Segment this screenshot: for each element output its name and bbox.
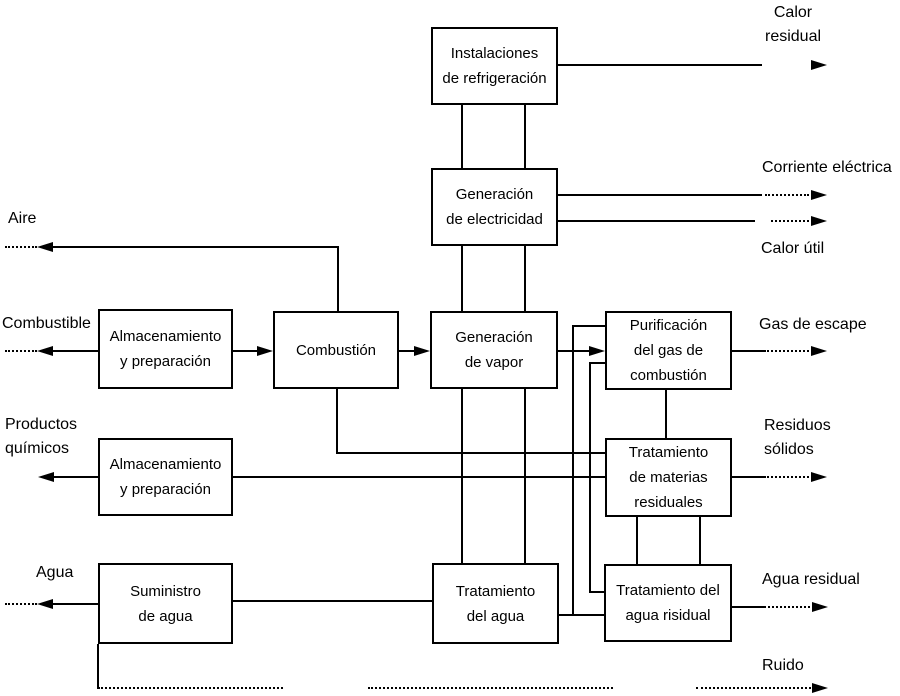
arrow-left-icon bbox=[37, 599, 53, 609]
connector-combustion-vapor bbox=[399, 350, 415, 352]
connector-electricidad-vapor-a bbox=[461, 246, 463, 311]
connector-lineB-bottom bbox=[589, 591, 604, 593]
output-label-corriente-electrica: Corriente eléctrica bbox=[762, 159, 892, 176]
connector-ruido-dotted-3 bbox=[696, 687, 811, 689]
connector-suministro-ruido bbox=[97, 644, 99, 689]
connector-combustible bbox=[53, 350, 98, 352]
connector-vapor-purificacion bbox=[558, 350, 590, 352]
connector-almacenamiento2-materias bbox=[233, 476, 605, 478]
arrow-right-icon bbox=[812, 602, 828, 612]
connector-tratamiento-risidual bbox=[559, 614, 604, 616]
connector-instalaciones-electricidad-a bbox=[461, 105, 463, 168]
connector-agua-residual-solid bbox=[732, 606, 764, 608]
box-purificacion-gas: Purificación del gas de combustión bbox=[605, 311, 732, 390]
arrow-right-icon bbox=[811, 346, 827, 356]
connector-ruido-dotted-2 bbox=[368, 687, 613, 689]
connector-materias-risidual-b bbox=[699, 517, 701, 564]
connector-residuos-dotted bbox=[764, 476, 809, 478]
connector-suministro-tratamiento bbox=[233, 600, 432, 602]
connector-gas-escape-solid bbox=[732, 350, 764, 352]
box-generacion-vapor: Generación de vapor bbox=[430, 311, 558, 389]
connector-materias-risidual-a bbox=[636, 517, 638, 564]
connector-almacenamiento-combustion bbox=[233, 350, 259, 352]
input-label-aire: Aire bbox=[8, 210, 37, 227]
box-suministro-agua: Suministro de agua bbox=[98, 563, 233, 644]
connector-ruido-dotted-1 bbox=[98, 687, 283, 689]
output-label-calor-util: Calor útil bbox=[761, 240, 825, 257]
connector-combustion-materias bbox=[336, 452, 605, 454]
output-label-calor-residual: Calor residual bbox=[764, 4, 822, 45]
box-tratamiento-agua: Tratamiento del agua bbox=[432, 563, 559, 644]
input-label-combustible: Combustible bbox=[2, 315, 91, 332]
box-generacion-vapor-label: Generación de vapor bbox=[455, 329, 533, 371]
box-instalaciones-refrigeracion: Instalaciones de refrigeración bbox=[431, 27, 558, 105]
connector-purificacion-materias bbox=[665, 390, 667, 438]
connector-agua-residual-dotted bbox=[764, 606, 810, 608]
arrow-right-icon bbox=[811, 216, 827, 226]
output-label-agua-residual: Agua residual bbox=[762, 571, 860, 588]
connector-lineB-vertical bbox=[589, 362, 591, 593]
box-generacion-electricidad: Generación de electricidad bbox=[431, 168, 558, 246]
arrow-left-icon bbox=[38, 472, 54, 482]
connector-lineA-top bbox=[573, 325, 605, 327]
connector-aire-dotted bbox=[5, 246, 37, 248]
arrow-right-icon bbox=[589, 346, 605, 356]
box-combustion: Combustión bbox=[273, 311, 399, 389]
box-combustion-label: Combustión bbox=[295, 341, 377, 359]
arrow-left-icon bbox=[37, 242, 53, 252]
connector-corriente-solid bbox=[558, 194, 762, 196]
connector-calor-util-solid bbox=[558, 220, 755, 222]
connector-instalaciones-electricidad-b bbox=[524, 105, 526, 168]
box-instalaciones-label: Instalaciones de refrigeración bbox=[442, 45, 547, 87]
input-label-agua: Agua bbox=[36, 564, 74, 581]
box-generacion-electricidad-label: Generación de electricidad bbox=[446, 186, 543, 228]
connector-combustion-down bbox=[336, 389, 338, 453]
box-tratamiento-materias-label: Tratamiento de materias residuales bbox=[628, 444, 709, 511]
arrow-right-icon bbox=[414, 346, 430, 356]
connector-productos-quimicos bbox=[54, 476, 98, 478]
box-purificacion-gas-label: Purificación del gas de combustión bbox=[629, 317, 708, 384]
arrow-right-icon bbox=[257, 346, 273, 356]
box-tratamiento-agua-risidual-label: Tratamiento del agua risidual bbox=[616, 582, 720, 624]
connector-agua bbox=[53, 603, 98, 605]
connector-agua-dotted bbox=[5, 603, 37, 605]
connector-corriente-dotted bbox=[765, 194, 809, 196]
connector-combustible-dotted bbox=[5, 350, 37, 352]
connector-lineB-top bbox=[590, 362, 605, 364]
arrow-left-icon bbox=[37, 346, 53, 356]
connector-aire-down bbox=[337, 246, 339, 311]
box-almacenamiento-preparacion-1: Almacenamiento y preparación bbox=[98, 309, 233, 389]
box-tratamiento-agua-label: Tratamiento del agua bbox=[455, 582, 536, 625]
arrow-right-icon bbox=[811, 60, 827, 70]
box-almacenamiento-preparacion-2: Almacenamiento y preparación bbox=[98, 438, 233, 516]
connector-aire bbox=[53, 246, 339, 248]
arrow-right-icon bbox=[811, 472, 827, 482]
box-suministro-agua-label: Suministro de agua bbox=[130, 582, 201, 625]
connector-calor-util-dotted bbox=[771, 220, 809, 222]
arrow-right-icon bbox=[812, 683, 828, 693]
connector-electricidad-vapor-b bbox=[524, 246, 526, 311]
output-label-gas-de-escape: Gas de escape bbox=[759, 316, 867, 333]
connector-lineA-vertical bbox=[572, 325, 574, 616]
connector-gas-escape-dotted bbox=[764, 350, 809, 352]
box-tratamiento-agua-risidual: Tratamiento del agua risidual bbox=[604, 564, 732, 642]
box-almacenamiento-2-label: Almacenamiento y preparación bbox=[109, 456, 222, 498]
connector-calor-residual bbox=[558, 64, 762, 66]
connector-residuos-solid bbox=[732, 476, 764, 478]
output-label-residuos-solidos: Residuos sólidos bbox=[764, 417, 831, 458]
arrow-right-icon bbox=[811, 190, 827, 200]
input-label-productos-quimicos: Productos químicos bbox=[5, 416, 78, 457]
box-almacenamiento-1-label: Almacenamiento y preparación bbox=[109, 328, 222, 370]
output-label-ruido: Ruido bbox=[762, 657, 804, 674]
box-tratamiento-materias-residuales: Tratamiento de materias residuales bbox=[605, 438, 732, 517]
